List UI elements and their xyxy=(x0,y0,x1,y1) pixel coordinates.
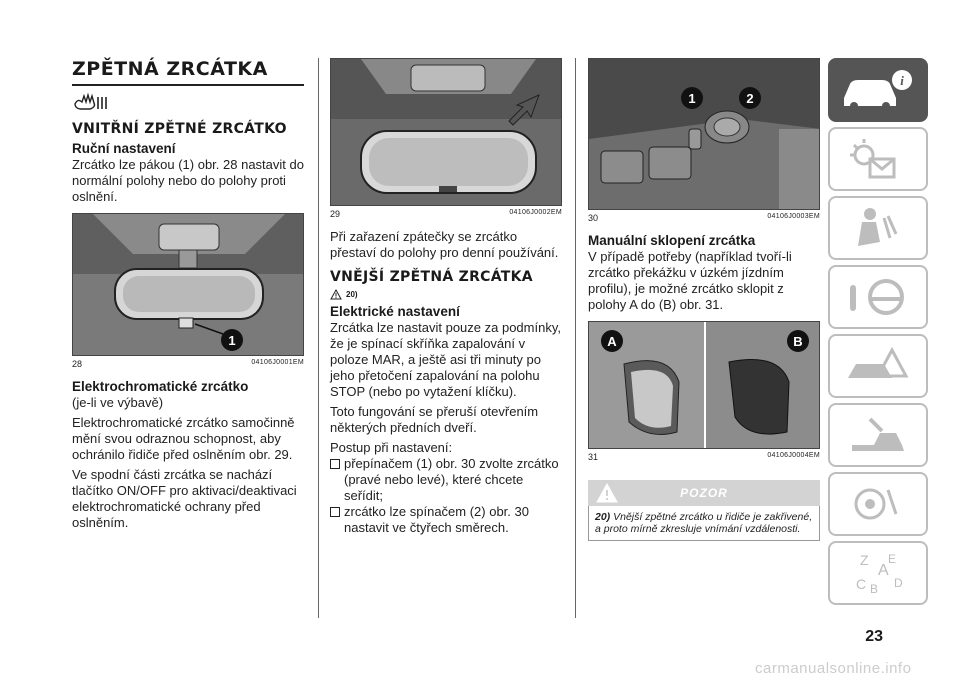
figure-number: 29 xyxy=(330,209,341,219)
paragraph: (je-li ve výbavě) xyxy=(72,395,164,410)
section-heading: VNĚJŠÍ ZPĚTNÁ ZRCÁTKA xyxy=(330,269,533,285)
paragraph: Postup při nastavení: xyxy=(330,440,453,455)
hand-icon xyxy=(74,92,107,110)
callout-2: 2 xyxy=(739,87,761,109)
figure-number: 28 xyxy=(72,359,83,369)
figure-number: 31 xyxy=(588,452,599,462)
tab-car-info[interactable]: i xyxy=(828,58,928,122)
index-letter: B xyxy=(870,582,878,596)
multimedia-icon xyxy=(854,488,898,520)
subsection-heading: Manuální sklopení zrcátka xyxy=(588,233,756,248)
subsection-heading: Ruční nastavení xyxy=(72,141,176,156)
car-info-icon: i xyxy=(844,70,912,110)
figure-code: 04106J0001EM xyxy=(251,359,304,366)
warning-banner: POZOR xyxy=(588,480,820,506)
column-3: 1 2 30 04106J0003EM Manuální sklopení zr… xyxy=(588,58,820,541)
figure-code: 04106J0004EM xyxy=(767,452,820,459)
subsection-heading: Elektrochromatické zrcátko xyxy=(72,379,249,394)
chapter-sidebar: i xyxy=(828,58,928,610)
reference-number: 20) xyxy=(346,290,358,299)
subsection-heading: Elektrické nastavení xyxy=(330,304,460,319)
figure-28: 1 xyxy=(72,213,304,356)
paragraph: V případě potřeby (například tvoří-li zr… xyxy=(588,249,792,312)
breakdown-icon xyxy=(848,346,909,378)
watermark: carmanualsonline.info xyxy=(755,660,912,677)
figure-code: 04106J0003EM xyxy=(767,213,820,220)
callout-1: 1 xyxy=(681,87,703,109)
figure-caption: 30 04106J0003EM xyxy=(588,213,820,223)
note-reference: 20) xyxy=(595,511,611,523)
maintenance-icon xyxy=(852,417,904,451)
mirror-switch-illustration xyxy=(589,59,819,209)
index-letter: A xyxy=(878,562,889,579)
tab-maintenance[interactable] xyxy=(828,403,928,467)
index-icon: Z C E A B D xyxy=(856,552,903,596)
figure-number: 30 xyxy=(588,213,599,223)
steering-icon xyxy=(850,279,904,315)
paragraph: Zrcátko lze pákou (1) obr. 28 nastavit d… xyxy=(72,157,304,204)
column-1: ZPĚTNÁ ZRCÁTKA VNITŘNÍ ZPĚTNÉ ZRCÁTKO Ru… xyxy=(72,58,304,531)
index-letter: E xyxy=(888,552,896,566)
rearview-mirror-illustration xyxy=(73,214,303,335)
figure-caption: 28 04106J0001EM xyxy=(72,359,304,369)
figure-code: 04106J0002EM xyxy=(509,209,562,216)
callout-b: B xyxy=(787,330,809,352)
index-letter: Z xyxy=(860,552,869,568)
callout-1: 1 xyxy=(221,329,243,351)
figure-30: 1 2 xyxy=(588,58,820,210)
paragraph: Zrcátka lze nastavit pouze za podmínky, … xyxy=(330,320,561,399)
index-letter: C xyxy=(856,576,866,592)
figure-31: A B xyxy=(588,321,820,449)
tab-multimedia[interactable] xyxy=(828,472,928,536)
figure-caption: 29 04106J0002EM xyxy=(330,209,562,219)
page-title: ZPĚTNÁ ZRCÁTKA xyxy=(72,58,268,80)
electrochromic-mirror-illustration xyxy=(331,59,561,194)
list-item-text: přepínačem (1) obr. 30 zvolte zrcátko (p… xyxy=(344,456,559,503)
warning-note: 20) Vnější zpětné zrcátko u řidiče je za… xyxy=(588,506,820,541)
note-text: Vnější zpětné zrcátko u řidiče je zakřiv… xyxy=(595,511,813,535)
airbag-icon xyxy=(858,208,898,246)
warning-lights-icon xyxy=(850,139,896,179)
tab-index[interactable]: Z C E A B D xyxy=(828,541,928,605)
paragraph: Toto fungování se přeruší otevřením někt… xyxy=(330,404,539,435)
warning-triangle-icon xyxy=(596,483,618,503)
bullet-box-icon xyxy=(330,507,340,517)
list-item: přepínačem (1) obr. 30 zvolte zrcátko (p… xyxy=(330,456,562,504)
paragraph: Elektrochromatické zrcátko samočinně měn… xyxy=(72,415,295,462)
mirror-fold-illustration xyxy=(589,322,819,448)
page-number: 23 xyxy=(865,628,883,645)
warning-label: POZOR xyxy=(680,486,728,500)
figure-29 xyxy=(330,58,562,206)
bullet-box-icon xyxy=(330,459,340,469)
tab-starting-driving[interactable] xyxy=(828,265,928,329)
tab-safety[interactable] xyxy=(828,196,928,260)
list-item: zrcátko lze spínačem (2) obr. 30 nastavi… xyxy=(330,504,562,536)
tab-warning-lights[interactable] xyxy=(828,127,928,191)
column-2: 29 04106J0002EM Při zařazení zpátečky se… xyxy=(330,58,562,536)
column-separator xyxy=(575,58,576,618)
column-separator xyxy=(318,58,319,618)
warning-triangle-icon xyxy=(330,289,342,300)
svg-text:i: i xyxy=(900,73,904,88)
figure-caption: 31 04106J0004EM xyxy=(588,452,820,462)
title-rule xyxy=(72,84,304,86)
section-heading: VNITŘNÍ ZPĚTNÉ ZRCÁTKO xyxy=(72,121,287,137)
paragraph: Při zařazení zpátečky se zrcátko přestav… xyxy=(330,229,559,260)
list-item-text: zrcátko lze spínačem (2) obr. 30 nastavi… xyxy=(344,504,529,535)
index-letter: D xyxy=(894,576,903,590)
paragraph: Ve spodní části zrcátka se nachází tlačí… xyxy=(72,467,297,530)
callout-a: A xyxy=(601,330,623,352)
warning-reference: 20) xyxy=(330,289,562,300)
tab-emergency[interactable] xyxy=(828,334,928,398)
